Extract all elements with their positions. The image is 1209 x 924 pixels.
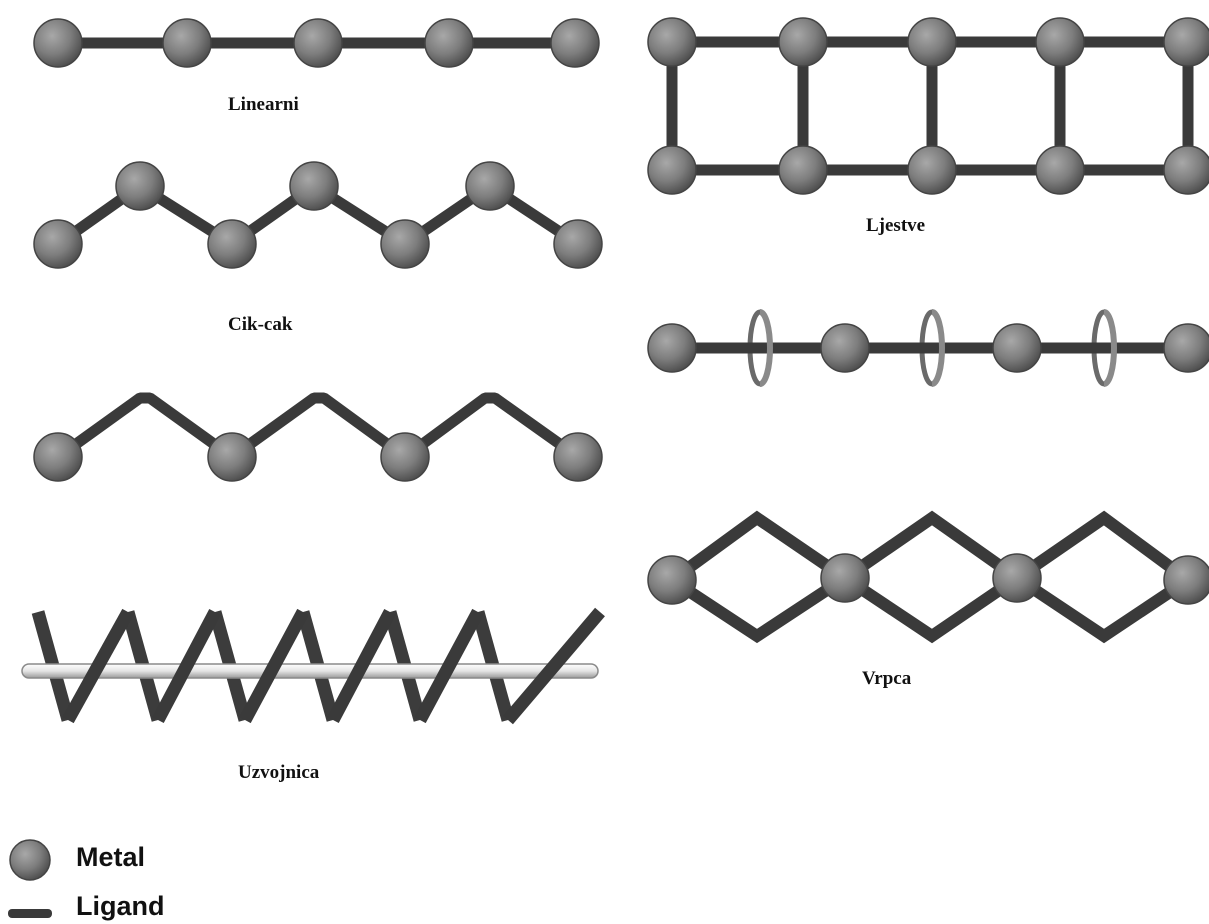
metal-node xyxy=(992,553,1042,603)
ribbon-structure xyxy=(647,510,1209,644)
metal-node xyxy=(33,219,83,269)
linear-metal-nodes xyxy=(33,18,600,68)
bent-zigzag-ligands xyxy=(52,392,584,463)
metal-node xyxy=(992,323,1042,373)
caption-zigzag: Cik-cak xyxy=(228,314,293,335)
caption-ladder: Ljestve xyxy=(866,215,926,236)
metal-node xyxy=(1163,323,1209,373)
zigzag-metal-nodes xyxy=(33,161,603,269)
caption-helix: Uzvojnica xyxy=(238,762,320,783)
legend-symbols xyxy=(8,839,52,918)
metal-node xyxy=(553,432,603,482)
ring-chain-metal-nodes xyxy=(647,323,1209,373)
metal-node xyxy=(115,161,165,211)
metal-node xyxy=(1163,17,1209,67)
linear-chain-structure xyxy=(33,18,600,68)
ring xyxy=(1103,309,1117,387)
metal-node xyxy=(424,18,474,68)
metal-node xyxy=(778,17,828,67)
ring xyxy=(931,309,945,387)
metal-node xyxy=(380,219,430,269)
caption-linear: Linearni xyxy=(228,94,299,115)
ring xyxy=(759,309,773,387)
ribbon-ligands xyxy=(661,510,1199,644)
metal-node xyxy=(550,18,600,68)
metal-node xyxy=(207,432,257,482)
ring-chain-structure xyxy=(647,309,1209,387)
legend-ligand-symbol xyxy=(8,909,52,918)
metal-node xyxy=(647,17,697,67)
metal-node xyxy=(465,161,515,211)
metal-node xyxy=(907,145,957,195)
metal-node xyxy=(820,553,870,603)
bent-zigzag-metal-nodes xyxy=(33,432,603,482)
ladder-metal-nodes xyxy=(647,17,1209,195)
bent-zigzag-chain-structure xyxy=(33,392,603,482)
helix-front-strands xyxy=(62,607,605,725)
legend-ligand-label: Ligand xyxy=(76,891,165,921)
metal-node xyxy=(647,555,697,605)
metal-node xyxy=(380,432,430,482)
helix-structure xyxy=(21,607,605,725)
ribbon-metal-nodes xyxy=(647,553,1209,605)
metal-node xyxy=(647,145,697,195)
legend-metal-symbol xyxy=(9,839,51,881)
metal-node xyxy=(1163,145,1209,195)
metal-node xyxy=(289,161,339,211)
legend-metal-label: Metal xyxy=(76,842,146,872)
zigzag-chain-structure xyxy=(33,161,603,269)
caption-ribbon: Vrpca xyxy=(862,668,912,689)
metal-node xyxy=(778,145,828,195)
ring-front-halves xyxy=(759,309,1117,387)
helix-axis-rod xyxy=(21,663,599,679)
ladder-structure xyxy=(647,17,1209,195)
metal-node xyxy=(33,432,83,482)
metal-node xyxy=(162,18,212,68)
metal-node xyxy=(1163,555,1209,605)
metal-node xyxy=(207,219,257,269)
metal-node xyxy=(907,17,957,67)
metal-node xyxy=(1035,145,1085,195)
metal-node xyxy=(553,219,603,269)
metal-node xyxy=(647,323,697,373)
metal-node xyxy=(33,18,83,68)
metal-node xyxy=(1035,17,1085,67)
metal-node xyxy=(820,323,870,373)
metal-node xyxy=(293,18,343,68)
